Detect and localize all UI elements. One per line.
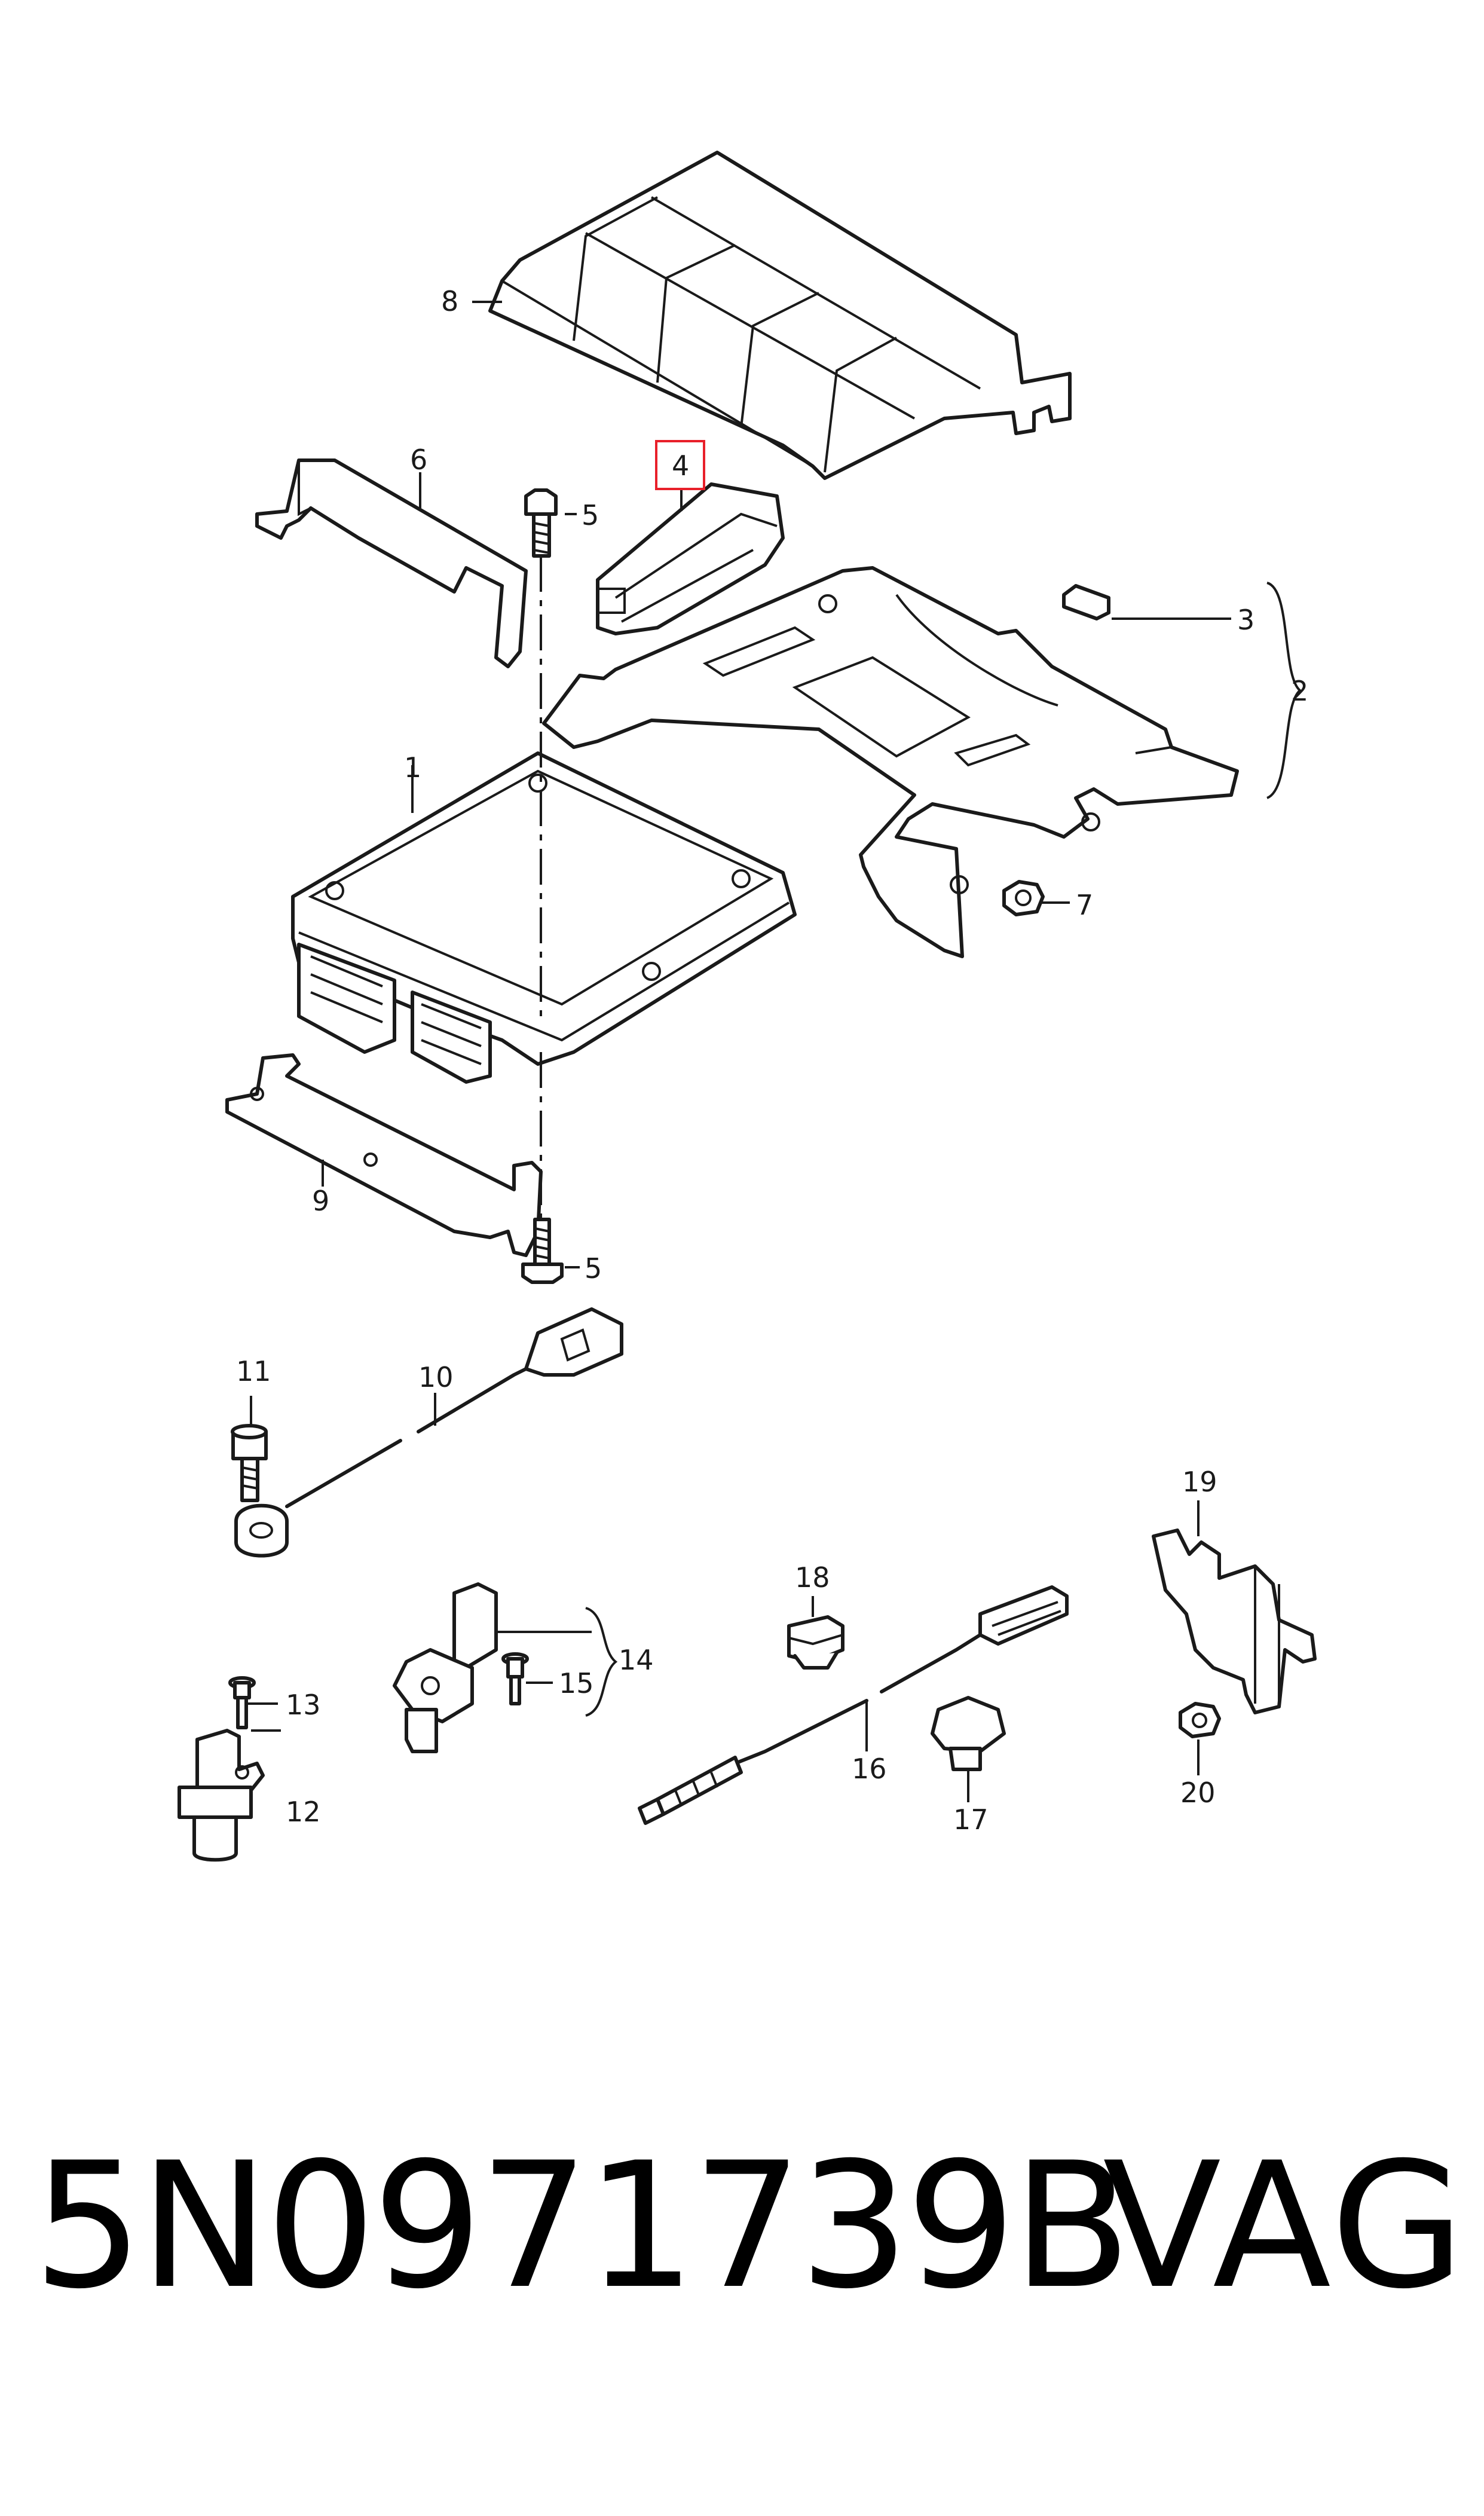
callout-4-highlight-box [655,440,705,490]
callout-labels: 8 6 5 4 3 2 1 7 9 5 11 10 14 15 13 12 18… [236,285,1308,1836]
part-9-lower-bracket [225,1053,543,1257]
callout-12: 12 [286,1796,321,1828]
part-12-hall-sender [178,1729,265,1862]
part-7-nut [1002,880,1045,916]
part-6-bracket [255,458,528,668]
part-4-relay-carrier [596,482,785,635]
callout-4: 4 [672,450,689,482]
callout-13: 13 [286,1689,321,1721]
callout-5-top: 5 [582,499,599,531]
callout-19: 19 [1182,1466,1217,1498]
callout-6: 6 [410,444,427,476]
part-10-knock-sensor [234,1307,623,1558]
part-13-bolt [228,1676,256,1729]
part-3-pad [1062,584,1110,620]
part-15-bolt [501,1652,529,1705]
part-14-speed-sensor [393,1582,498,1753]
part-8-cover [488,151,1072,480]
callout-14: 14 [619,1644,654,1676]
part-1-engine-control-unit [291,751,797,1084]
part-5-bolt-top [524,488,558,558]
callout-1: 1 [404,751,421,784]
brand-label: VAG [1103,2126,1467,2327]
part-17-temperature-sender [931,1696,1006,1771]
part-20-nut [1179,1702,1221,1738]
callout-17: 17 [953,1803,989,1836]
part-18-relay [787,1615,844,1670]
part-number-label: 5N0971739B [33,2126,1131,2327]
callout-3: 3 [1237,604,1254,636]
part-2-mounting-plate [542,566,1239,958]
part-11-bolt [231,1424,268,1502]
callout-15: 15 [559,1667,594,1699]
part-16-lambda-probe [638,1585,1069,1825]
callout-10: 10 [418,1361,454,1393]
part-19-bracket [1152,1528,1317,1714]
callout-9: 9 [312,1185,329,1217]
callout-11: 11 [236,1355,271,1387]
callout-18: 18 [795,1561,830,1594]
callout-20: 20 [1180,1777,1216,1809]
callout-2: 2 [1291,675,1308,707]
leader-lines [248,301,1302,1802]
exploded-parts-diagram: 8 6 5 4 3 2 1 7 9 5 11 10 14 15 13 12 18… [178,151,1317,1862]
callout-5-bottom: 5 [585,1252,602,1285]
callout-16: 16 [852,1753,887,1785]
callout-8: 8 [441,285,458,317]
callout-7: 7 [1076,889,1093,921]
